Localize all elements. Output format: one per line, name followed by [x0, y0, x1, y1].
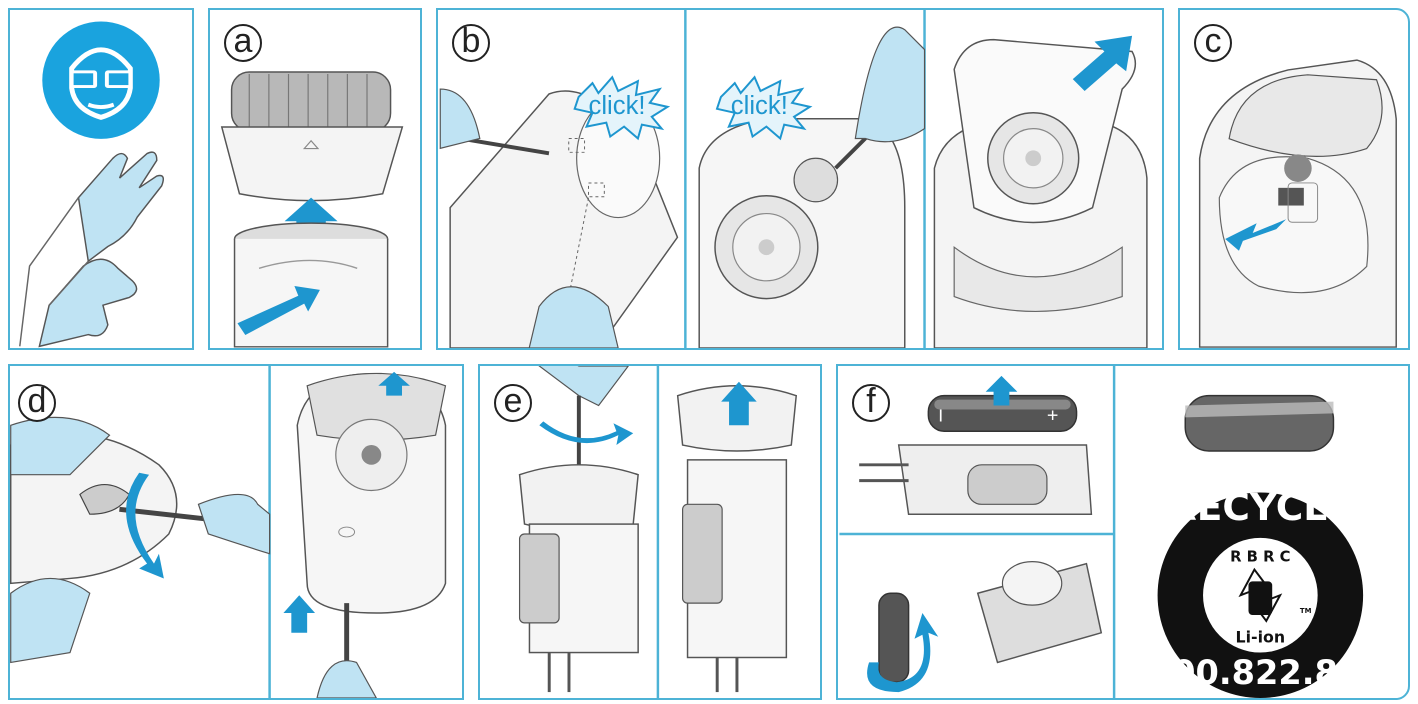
step-label-a: a [224, 24, 262, 62]
battery-holder-icon [859, 444, 1093, 515]
panel-step-d: d [8, 364, 464, 700]
step-label-c: c [1194, 24, 1232, 62]
panel-step-b: b click! c [436, 8, 1164, 350]
arrow-push-icon [237, 285, 320, 336]
pcb-right-icon [676, 385, 798, 693]
click-label-2: click! [731, 92, 788, 120]
rbrc-org-text: R B R C [1230, 549, 1290, 566]
device-body-icon [296, 372, 447, 698]
rotate-arrow-icon [539, 421, 634, 446]
motor-removal-illustration [1198, 59, 1397, 348]
opened-housing-icon [1198, 59, 1397, 348]
safety-illustration [19, 21, 165, 348]
click-label-1: click! [589, 92, 646, 120]
battery-minus-label: I [938, 405, 943, 425]
tm-mark: TM [1300, 607, 1312, 615]
rbrc-recycle-seal-icon [1157, 492, 1364, 698]
tape-dispenser-icon [976, 561, 1103, 664]
housing-side-view-icon [439, 88, 679, 348]
housing-opening-illustration: click! click! [439, 10, 1148, 348]
device-top-view-icon [10, 416, 271, 664]
step-label-b: b [452, 24, 490, 62]
click-burst-icon [715, 75, 813, 141]
rbrc-phone-text: 1.800.822.8837 [1113, 653, 1408, 692]
arrow-up-icon [283, 595, 316, 633]
arrow-up-icon [721, 381, 757, 426]
wrapped-battery-icon [878, 592, 910, 683]
screw-removal-illustration [10, 366, 447, 698]
recycle-top-text: RECYCLE [1168, 485, 1353, 529]
li-ion-text: Li-ion [1236, 628, 1286, 647]
eye-protection-sign-icon [42, 21, 160, 139]
panel-step-e: e [478, 364, 822, 700]
panel-safety [8, 8, 194, 350]
step-label-f: f [852, 384, 890, 422]
housing-lifting-icon [933, 38, 1148, 348]
epilator-head-icon [220, 71, 404, 202]
step-label-d: d [18, 384, 56, 422]
pcb-left-icon [518, 366, 639, 693]
step-label-e: e [494, 384, 532, 422]
panel-step-c: c [1178, 8, 1410, 350]
battery-plus-label: + [1047, 404, 1059, 426]
panel-step-a: a [208, 8, 422, 350]
epilator-head-removal-illustration [220, 71, 404, 348]
arrow-down-left-icon [1225, 219, 1287, 251]
arrow-up-icon [985, 375, 1018, 406]
gloves-icon [19, 151, 165, 348]
housing-front-view-icon [698, 26, 926, 348]
click-burst-icon [573, 75, 671, 141]
arrow-up-right-icon [1072, 35, 1133, 92]
rotate-arrow-icon [867, 613, 939, 693]
battery-disposal-illustration: I + RECYCLE R B R C [839, 366, 1408, 698]
pcb-removal-illustration [518, 366, 798, 698]
panel-step-f: f I + [836, 364, 1410, 700]
rotate-arrow-icon [126, 472, 164, 579]
taped-battery-icon [1184, 394, 1335, 452]
